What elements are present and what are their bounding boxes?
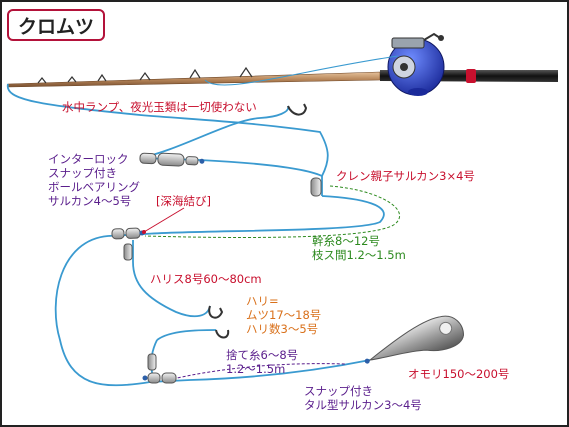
swivel-icon — [111, 152, 322, 384]
snap-label-1: タル型サルカン3～4号 — [304, 398, 422, 412]
interlock-label-0: インターロック — [48, 152, 129, 166]
mainline-label-0: 幹糸8～12号 — [312, 234, 380, 248]
hook-label-0: ハリ= — [246, 294, 279, 308]
sutei-label-1: 1.2～1.5m — [226, 362, 286, 376]
hook-label-1: ムツ17～18号 — [246, 308, 322, 322]
reel — [387, 32, 445, 96]
sinker-label: オモリ150～200号 — [408, 367, 510, 381]
harisu-label: ハリス8号60～80cm — [150, 272, 262, 286]
fishing-line — [6, 55, 399, 387]
mainline-label-1: 枝ス間1.2～1.5m — [312, 248, 406, 262]
slack-line — [144, 185, 401, 238]
interlock-label-2: ボールベアリング — [48, 180, 140, 194]
interlock-label-1: スナップ付き — [48, 166, 117, 180]
sutei-dotted — [167, 363, 346, 381]
sinker-icon — [364, 315, 465, 364]
snap-label-0: スナップ付き — [304, 384, 373, 398]
fishing-rod — [7, 66, 558, 88]
page-title: クロムツ — [7, 9, 105, 41]
knot-pointer — [142, 207, 185, 234]
lamp-note: 水中ランプ、夜光玉類は一切使わない — [62, 100, 257, 114]
knot-label: [深海結び] — [156, 194, 211, 208]
hook-label-2: ハリ数3～5号 — [246, 322, 319, 336]
kuren-label: クレン親子サルカン3×4号 — [336, 169, 475, 183]
sutei-label-0: 捨て糸6～8号 — [226, 348, 299, 362]
interlock-label-3: サルカン4～5号 — [48, 194, 132, 208]
hook-icon — [208, 103, 308, 339]
